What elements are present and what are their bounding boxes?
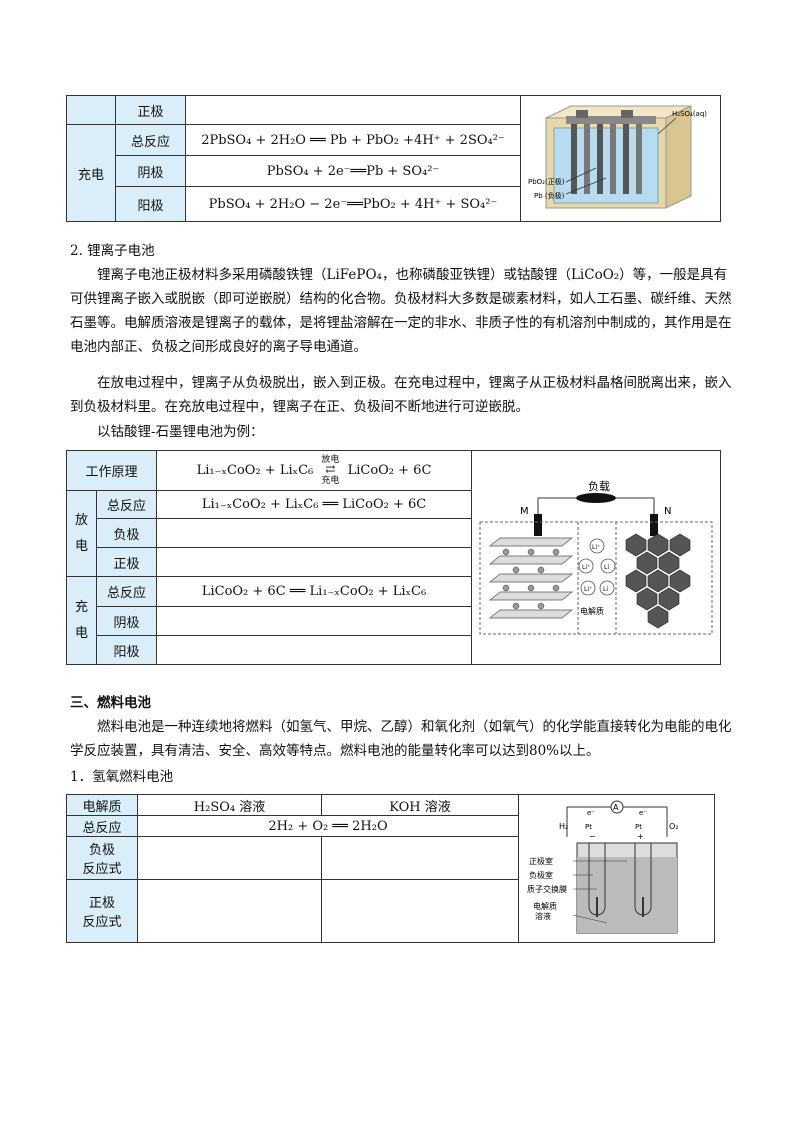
row-label: 总反应 [95, 576, 158, 607]
work-right: LiCoO₂ + 6C [347, 463, 432, 478]
work-principle-formula: Li₁₋ₓCoO₂ + LiₓC₆ 放电 ⇄ 充电 LiCoO₂ + 6C [156, 450, 473, 491]
li-label: Li [603, 586, 608, 593]
li-ion-figure: 负载 M N [471, 450, 722, 665]
section2-heading: 2. 锂离子电池 [70, 243, 155, 259]
row-label: 阳极 [115, 186, 186, 222]
formula-cell [156, 606, 473, 636]
acid-negative-cell [137, 836, 322, 880]
work-principle-label: 工作原理 [65, 450, 158, 491]
minus-sign: − [589, 832, 596, 841]
fuel-cell-figure: A e⁻ e⁻ H₂ O₂ Pt Pt − + 正极室 负极 [518, 794, 715, 943]
section3-heading: 三、燃料电池 [70, 695, 151, 711]
row-label: 阳极 [95, 635, 158, 665]
ion-label: Li⁺ [582, 564, 590, 571]
charge-group-label: 充电 [66, 576, 97, 665]
formula-cell [156, 547, 473, 577]
electrode-m-label: M [520, 506, 529, 517]
electron-label: e⁻ [639, 809, 647, 817]
row-label: 负极 [95, 518, 158, 548]
row-label: 正极 [115, 95, 186, 125]
formula-cell [185, 95, 521, 125]
section3-subheading: 1．氢氧燃料电池 [70, 769, 174, 785]
electrode-n-label: N [664, 506, 671, 517]
li-ion-table: 工作原理 Li₁₋ₓCoO₂ + LiₓC₆ 放电 ⇄ 充电 LiCoO₂ + … [65, 450, 722, 665]
section2-para3: 以钴酸锂-石墨锂电池为例： [97, 424, 264, 440]
negative-reaction-label: 负极 反应式 [66, 836, 138, 880]
membrane-label: 质子交换膜 [527, 884, 567, 894]
total-reaction-label: 总反应 [66, 815, 138, 837]
formula-cell [156, 518, 473, 548]
o2-label: O₂ [669, 822, 679, 831]
lead-acid-figure: H₂SO₄(aq) PbO₂(正极) Pb (负极) [520, 95, 721, 222]
row-label: 阴极 [115, 155, 186, 187]
discharge-group-label: 放电 [66, 490, 97, 577]
section2-para2: 在放电过程中，锂离子从负极脱出，嵌入到正极。在充电过程中，锂离子从正极材料晶格间… [70, 375, 732, 415]
row-label: 总反应 [115, 124, 186, 156]
pos-room-label: 正极室 [529, 856, 553, 866]
pbo2-label: PbO₂(正极) [528, 177, 565, 186]
negative-label-line1: 负极 [88, 843, 115, 858]
section3-para1: 燃料电池是一种连续地将燃料（如氢气、甲烷、乙醇）和氧化剂（如氧气）的化学能直接转… [70, 719, 732, 759]
electrolyte-label: 电解质 [580, 606, 604, 616]
formula-cell: 2PbSO₄ + 2H₂O ══ Pb + PbO₂ +4H⁺ + 2SO₄²⁻ [185, 124, 521, 156]
arrow-top-label: 放电 [321, 455, 340, 465]
electrolyte-label: 电解质 [533, 901, 557, 911]
li-ion-battery-illustration: 负载 M N [479, 479, 713, 634]
h2-label: H₂ [559, 822, 568, 831]
total-reaction-formula: 2H₂ + O₂ ══ 2H₂O [137, 815, 519, 837]
base-negative-cell [321, 836, 519, 880]
h2so4-label: H₂SO₄(aq) [672, 110, 707, 118]
row-label: 正极 [95, 547, 158, 577]
pt-label: Pt [585, 823, 592, 831]
arrow-bottom-label: 充电 [321, 476, 340, 486]
ion-label: Li⁺ [584, 586, 592, 593]
ammeter-label: A [613, 803, 619, 812]
formula-cell: Li₁₋ₓCoO₂ + LiₓC₆ ══ LiCoO₂ + 6C [156, 490, 473, 519]
fuel-cell-illustration: A e⁻ e⁻ H₂ O₂ Pt Pt − + 正极室 负极 [527, 800, 679, 933]
row-label: 总反应 [95, 490, 158, 519]
lead-acid-table: 正极 H₂SO₄(aq) PbO₂(正极) [66, 95, 721, 222]
charge-group-label: 充电 [66, 124, 116, 222]
positive-reaction-label: 正极 反应式 [66, 879, 138, 943]
fuel-cell-table: 电解质 H₂SO₄ 溶液 KOH 溶液 A e⁻ e⁻ H₂ O₂ Pt Pt … [66, 794, 715, 943]
li-label: Li [604, 564, 609, 571]
ion-label: Li⁺ [592, 544, 600, 551]
formula-cell: LiCoO₂ + 6C ══ Li₁₋ₓCoO₂ + LiₓC₆ [156, 576, 473, 607]
blank-cell [66, 95, 116, 125]
neg-room-label: 负极室 [529, 870, 553, 880]
formula-cell [156, 635, 473, 665]
reversible-arrow: 放电 ⇄ 充电 [321, 455, 340, 486]
formula-cell: PbSO₄ + 2e⁻══Pb + SO₄²⁻ [185, 155, 521, 187]
solution-label: 溶液 [535, 911, 551, 921]
pb-label: Pb (负极) [534, 191, 565, 200]
base-positive-cell [321, 879, 519, 943]
negative-label-line2: 反应式 [82, 862, 122, 877]
section2-para1: 锂离子电池正极材料多采用磷酸铁锂（LiFePO₄，也称磷酸亚铁锂）或钴酸锂（Li… [70, 267, 732, 355]
lead-acid-battery-illustration: H₂SO₄(aq) PbO₂(正极) Pb (负极) [528, 104, 707, 209]
plus-sign: + [637, 832, 644, 841]
load-label: 负载 [588, 479, 610, 493]
row-label: 阴极 [95, 606, 158, 636]
positive-label-line1: 正极 [88, 896, 115, 911]
electrolyte-col-label: 电解质 [66, 794, 138, 816]
acid-positive-cell [137, 879, 322, 943]
acid-col-label: H₂SO₄ 溶液 [137, 794, 322, 816]
formula-cell: PbSO₄ + 2H₂O − 2e⁻══PbO₂ + 4H⁺ + SO₄²⁻ [185, 186, 521, 222]
pt-label: Pt [635, 823, 642, 831]
positive-label-line2: 反应式 [82, 915, 122, 930]
base-col-label: KOH 溶液 [321, 794, 519, 816]
electron-label: e⁻ [587, 809, 595, 817]
work-left: Li₁₋ₓCoO₂ + LiₓC₆ [196, 463, 314, 478]
